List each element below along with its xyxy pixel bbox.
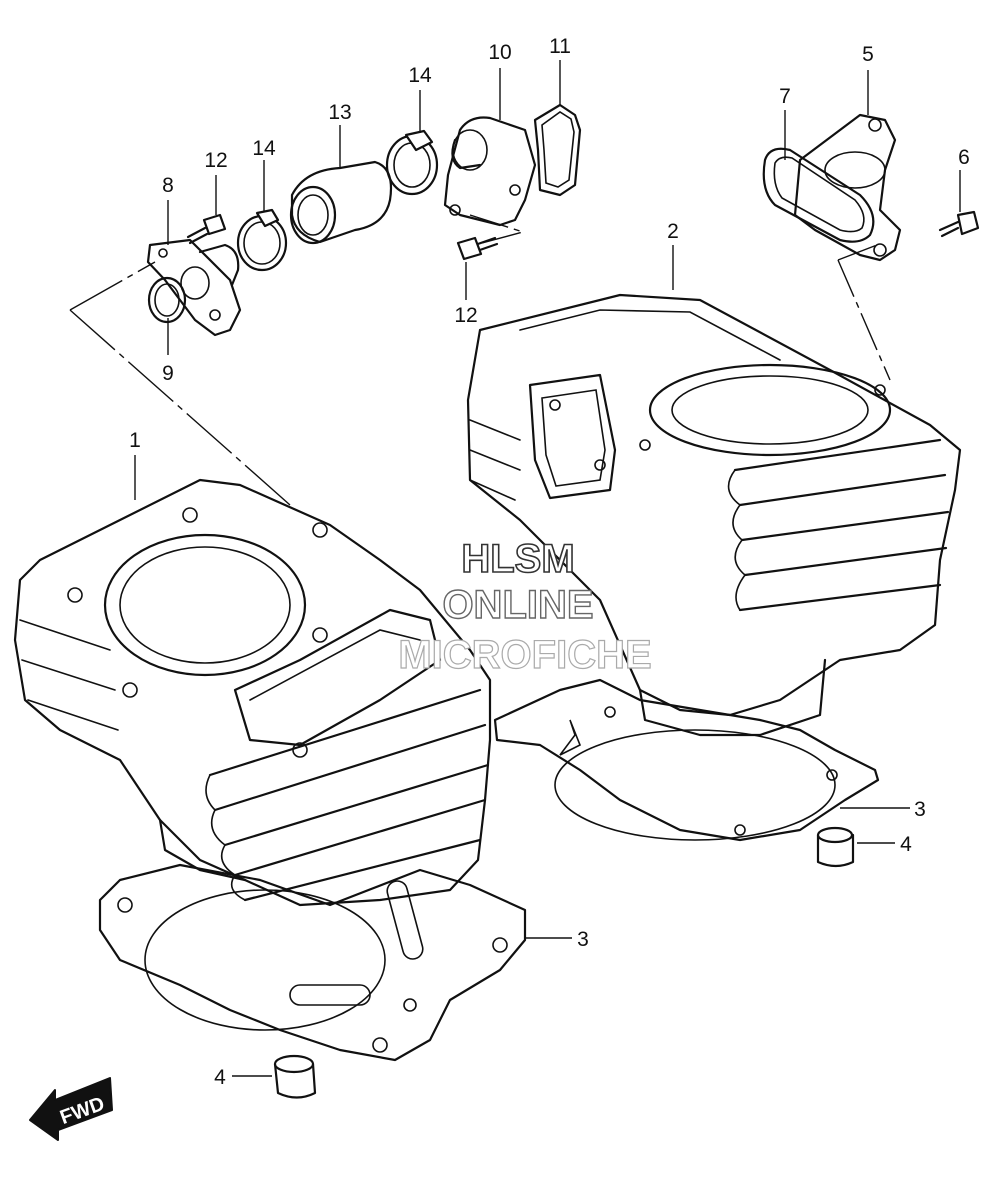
forward-direction-arrow: FWD xyxy=(29,1077,113,1141)
rear-dowel-pin[interactable] xyxy=(816,826,855,868)
callout-3-rear: 3 xyxy=(914,798,926,821)
callout-13: 13 xyxy=(328,101,351,124)
front-union-o-ring[interactable] xyxy=(147,276,187,324)
callout-2: 2 xyxy=(667,220,679,243)
front-outlet-bolt[interactable] xyxy=(456,236,499,261)
rear-cylinder[interactable] xyxy=(466,293,962,737)
callout-11: 11 xyxy=(549,35,571,58)
front-cylinder[interactable] xyxy=(13,478,492,907)
callout-labels: 1 2 3 3 4 4 5 6 7 8 9 10 11 12 12 13 14 … xyxy=(129,35,970,1089)
watermark-line-3: MICROFICHE xyxy=(398,633,651,677)
rear-water-outlet-gasket[interactable] xyxy=(762,147,875,243)
watermark-line-2: ONLINE xyxy=(442,583,593,627)
hose-clamp-front[interactable] xyxy=(236,208,288,272)
callout-4-front: 4 xyxy=(214,1066,226,1089)
leader-lines xyxy=(69,60,961,1077)
rear-outlet-bolt[interactable] xyxy=(938,210,980,238)
watermark-line-1: HLSM xyxy=(461,537,574,581)
callout-12-top: 12 xyxy=(204,149,227,172)
callout-10: 10 xyxy=(488,41,511,64)
rear-cylinder-gasket[interactable] xyxy=(493,678,880,842)
front-water-outlet-gasket[interactable] xyxy=(533,103,582,197)
watermark: HLSM ONLINE MICROFICHE xyxy=(398,536,653,677)
callout-14-right: 14 xyxy=(408,64,432,87)
callout-6: 6 xyxy=(958,146,970,169)
callout-12-bottom: 12 xyxy=(454,304,477,327)
callout-5: 5 xyxy=(862,43,874,66)
callout-14-left: 14 xyxy=(252,137,276,160)
callout-4-rear: 4 xyxy=(900,833,912,856)
callout-9: 9 xyxy=(162,362,174,385)
front-cylinder-gasket[interactable] xyxy=(98,863,527,1062)
front-dowel-pin[interactable] xyxy=(273,1054,317,1099)
water-hose[interactable] xyxy=(289,160,393,245)
hose-clamp-rear[interactable] xyxy=(385,129,439,196)
front-water-outlet[interactable] xyxy=(443,116,537,227)
front-water-union[interactable] xyxy=(146,238,242,337)
front-union-bolt[interactable] xyxy=(186,213,227,245)
callout-3-front: 3 xyxy=(577,928,589,951)
callout-8: 8 xyxy=(162,174,174,197)
callout-1: 1 xyxy=(129,429,141,452)
callout-7: 7 xyxy=(779,85,791,108)
rear-water-outlet[interactable] xyxy=(793,113,902,262)
